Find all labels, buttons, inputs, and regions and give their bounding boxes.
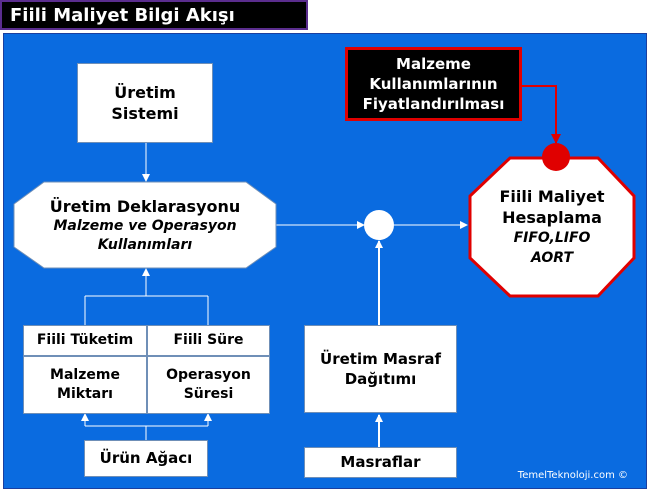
fiyatlandirma-line1: Malzeme bbox=[396, 55, 471, 73]
masraf-dagitimi-box: Üretim Masraf Dağıtımı bbox=[304, 325, 457, 413]
urun-agaci-box: Ürün Ağacı bbox=[84, 440, 208, 477]
diagram-title: Fiili Maliyet Bilgi Akışı bbox=[0, 0, 308, 30]
fiyatlandirma-box: Malzeme Kullanımlarının Fiyatlandırılmas… bbox=[345, 47, 522, 121]
malzeme-miktari-line1: Malzeme bbox=[50, 367, 120, 383]
fiili-tuketim-box: Fiili Tüketim bbox=[23, 325, 147, 356]
fiili-sure-label: Fiili Süre bbox=[173, 332, 244, 348]
masraf-dagitimi-line2: Dağıtımı bbox=[344, 370, 417, 388]
operasyon-suresi-line2: Süresi bbox=[183, 386, 234, 402]
deklarasyon-text: Üretim Deklarasyonu Malzeme ve Operasyon… bbox=[14, 182, 276, 268]
arrow-fiyatlandirma-to-maliyet bbox=[522, 85, 561, 144]
urun-agaci-label: Ürün Ağacı bbox=[99, 449, 193, 467]
copyright-footer: TemelTeknoloji.com © bbox=[517, 470, 628, 481]
merge-circle bbox=[364, 210, 394, 240]
fiili-maliyet-line4: AORT bbox=[530, 250, 573, 266]
deklarasyon-sub2: Kullanımları bbox=[97, 236, 193, 253]
fiili-sure-box: Fiili Süre bbox=[147, 325, 270, 356]
uretim-sistemi-box: Üretim Sistemi bbox=[77, 63, 213, 143]
masraflar-box: Masraflar bbox=[304, 447, 457, 478]
fiyatlandirma-line3: Fiyatlandırılması bbox=[362, 95, 505, 113]
uretim-sistemi-line1: Üretim bbox=[114, 83, 176, 102]
fiili-maliyet-line2: Hesaplama bbox=[502, 208, 602, 227]
deklarasyon-sub1: Malzeme ve Operasyon bbox=[53, 217, 237, 234]
fiili-maliyet-line1: Fiili Maliyet bbox=[499, 187, 605, 206]
deklarasyon-title: Üretim Deklarasyonu bbox=[49, 196, 241, 216]
operasyon-suresi-box: Operasyon Süresi bbox=[147, 356, 270, 414]
deklarasyon-octagon bbox=[13, 181, 277, 269]
uretim-sistemi-line2: Sistemi bbox=[111, 104, 179, 123]
fiili-maliyet-text: Fiili Maliyet Hesaplama FIFO,LIFO AORT bbox=[470, 168, 634, 286]
operasyon-suresi-line1: Operasyon bbox=[166, 367, 251, 383]
malzeme-miktari-box: Malzeme Miktarı bbox=[23, 356, 147, 414]
masraflar-label: Masraflar bbox=[340, 453, 421, 471]
fiili-maliyet-octagon bbox=[468, 156, 636, 298]
fiili-maliyet-line3: FIFO,LIFO bbox=[513, 230, 591, 246]
fiili-tuketim-label: Fiili Tüketim bbox=[36, 332, 134, 348]
malzeme-miktari-line2: Miktarı bbox=[57, 386, 113, 402]
fiyatlandirma-line2: Kullanımlarının bbox=[369, 75, 498, 93]
red-dot bbox=[542, 143, 570, 171]
masraf-dagitimi-line1: Üretim Masraf bbox=[320, 350, 441, 368]
